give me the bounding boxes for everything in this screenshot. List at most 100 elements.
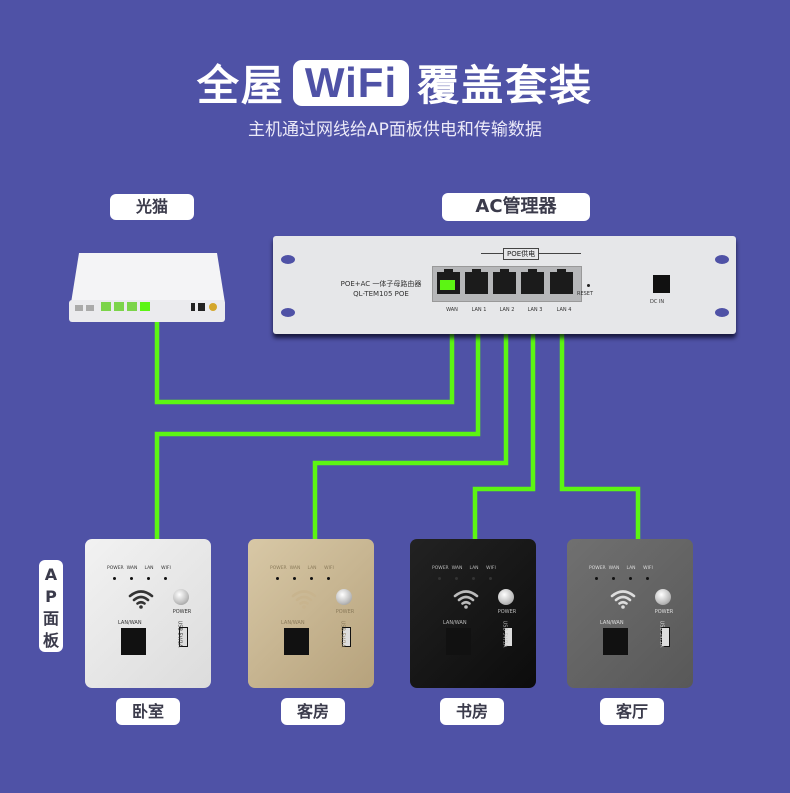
lan3-port[interactable] — [521, 269, 544, 294]
cable-modem-to-wan — [154, 288, 455, 405]
cable-lan4-to-livingroom — [559, 290, 641, 540]
wifi-icon — [291, 590, 317, 609]
lan-wan-label: LAN/WAN — [443, 620, 467, 626]
led-indicator — [293, 577, 296, 580]
led-label: LAN — [626, 566, 636, 571]
ac-manager-label: AC管理器 — [442, 193, 590, 221]
led-label: WIFI — [486, 566, 496, 571]
led-label: WAN — [608, 566, 620, 571]
lan-wan-port[interactable] — [603, 628, 628, 655]
usb-label: USB 5V/1A — [176, 620, 183, 648]
lan-wan-label: LAN/WAN — [600, 620, 624, 626]
room-label: 客房 — [281, 698, 345, 725]
optical-modem — [69, 253, 225, 322]
model-line2: QL-TEM105 POE — [353, 290, 409, 298]
led-indicator — [113, 577, 116, 580]
cable-lan2-to-guestroom — [312, 290, 509, 540]
lan2-port[interactable] — [493, 269, 516, 294]
ap-char: 板 — [42, 631, 59, 650]
led-indicator — [147, 577, 150, 580]
led-label: LAN — [144, 566, 154, 571]
port-block — [432, 266, 582, 302]
led-label: LAN — [307, 566, 317, 571]
usb-port[interactable] — [342, 627, 351, 647]
reset-button[interactable] — [587, 284, 590, 287]
led-indicator — [327, 577, 330, 580]
ap-char: 面 — [42, 609, 59, 628]
room-label: 卧室 — [116, 698, 180, 725]
usb-port[interactable] — [661, 627, 670, 647]
lan-wan-label: LAN/WAN — [118, 620, 142, 626]
subtitle: 主机通过网线给AP面板供电和传输数据 — [248, 120, 542, 140]
room-label: 书房 — [440, 698, 504, 725]
modem-label: 光猫 — [110, 194, 194, 220]
room-label: 客厅 — [600, 698, 664, 725]
led-label: POWER — [589, 566, 606, 571]
led-label: WIFI — [643, 566, 653, 571]
led-label: WAN — [289, 566, 301, 571]
wifi-icon — [453, 590, 479, 609]
usb-label: USB 5V/1A — [501, 620, 508, 648]
usb-label: USB 5V/1A — [339, 620, 346, 648]
usb-port[interactable] — [504, 627, 513, 647]
port-label: LAN 3 — [527, 307, 543, 313]
port-label: LAN 4 — [556, 307, 572, 313]
led-indicator — [595, 577, 598, 580]
mount-hole — [281, 255, 295, 264]
led-label: POWER — [432, 566, 449, 571]
title-right: 覆盖套装 — [417, 61, 594, 110]
router-model: POE+AC 一体子母路由器 QL-TEM105 POE — [329, 279, 433, 299]
lan-wan-port[interactable] — [284, 628, 309, 655]
lan1-port[interactable] — [465, 269, 488, 294]
lan-wan-label: LAN/WAN — [281, 620, 305, 626]
ac-router: POE+AC 一体子母路由器 QL-TEM105 POE POE供电 WAN L… — [273, 236, 736, 334]
lan-wan-port[interactable] — [446, 628, 471, 655]
port-label: LAN 1 — [471, 307, 487, 313]
port-label: WAN — [446, 307, 458, 313]
led-label: POWER — [107, 566, 124, 571]
port-label: LAN 2 — [499, 307, 515, 313]
power-button[interactable] — [655, 589, 671, 605]
mount-hole — [715, 308, 729, 317]
page-title: 全屋 WiFi 覆盖套装 — [0, 52, 790, 113]
model-line1: POE+AC 一体子母路由器 — [340, 280, 422, 288]
ap-panel-label: A P 面 板 — [39, 560, 63, 652]
led-label: WIFI — [161, 566, 171, 571]
usb-port[interactable] — [179, 627, 188, 647]
title-wifi-badge: WiFi — [292, 59, 410, 106]
lan-wan-port[interactable] — [121, 628, 146, 655]
power-label: POWER — [497, 609, 517, 615]
led-label: WIFI — [324, 566, 334, 571]
cable-lan3-to-study — [472, 290, 536, 540]
wifi-icon — [610, 590, 636, 609]
wifi-icon — [128, 590, 154, 609]
lan4-port[interactable] — [550, 269, 573, 294]
led-indicator — [310, 577, 313, 580]
usb-label: USB 5V/1A — [658, 620, 665, 648]
cable-lan1-to-bedroom — [154, 290, 481, 540]
poe-label: POE供电 — [503, 248, 540, 260]
power-button[interactable] — [336, 589, 352, 605]
led-indicator — [489, 577, 492, 580]
led-label: LAN — [469, 566, 479, 571]
led-label: WAN — [451, 566, 463, 571]
power-button[interactable] — [173, 589, 189, 605]
power-label: POWER — [172, 609, 192, 615]
led-indicator — [612, 577, 615, 580]
led-indicator — [646, 577, 649, 580]
led-indicator — [438, 577, 441, 580]
led-label: POWER — [270, 566, 287, 571]
led-indicator — [276, 577, 279, 580]
wan-port[interactable] — [437, 269, 460, 294]
reset-label: RESET — [577, 291, 594, 297]
power-label: POWER — [335, 609, 355, 615]
led-label: WAN — [126, 566, 138, 571]
power-button[interactable] — [498, 589, 514, 605]
power-label: POWER — [654, 609, 674, 615]
led-indicator — [472, 577, 475, 580]
